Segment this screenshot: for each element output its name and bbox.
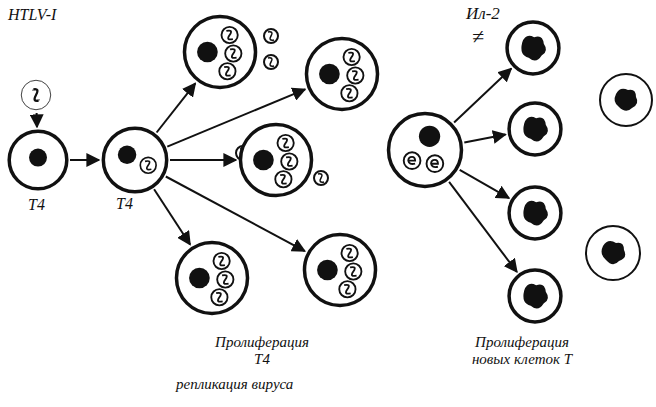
cell-circle: T4 — [102, 127, 168, 193]
cell-circle — [508, 102, 562, 156]
t-cell — [586, 226, 640, 280]
free-virus — [264, 29, 278, 43]
free-virus — [264, 55, 278, 69]
t-cell — [600, 74, 652, 126]
cell-circle — [305, 37, 379, 111]
annotation: Пролиферация новых клеток T — [458, 334, 586, 369]
free-virus — [314, 171, 328, 185]
arrow — [464, 135, 505, 143]
cell-circle — [506, 21, 560, 75]
cell-drawing — [303, 233, 377, 307]
cell-circle — [303, 233, 377, 307]
annotation: репликация вируса — [176, 376, 293, 393]
cell-drawing — [102, 127, 168, 193]
cell-circle: T4 — [8, 130, 68, 190]
annotation: Ил-2 — [466, 4, 500, 24]
cell-drawing — [8, 130, 68, 190]
arrow — [460, 170, 509, 198]
cell-circle — [508, 186, 562, 240]
cell-drawing — [387, 112, 463, 188]
cell-circle — [239, 123, 313, 197]
arrow — [36, 113, 38, 127]
cell-drawing — [508, 269, 562, 323]
cell-label: T4 — [28, 196, 45, 214]
cell-circle — [183, 15, 257, 89]
cell-circle — [387, 112, 463, 188]
arrow — [154, 189, 190, 244]
arrow — [167, 89, 305, 146]
arrow — [70, 159, 99, 161]
arrow — [157, 83, 196, 132]
virus-name: HTLV-I — [8, 6, 56, 24]
arrow — [170, 159, 236, 161]
cell-drawing — [175, 241, 249, 315]
cell-drawing — [506, 21, 560, 75]
arrow — [449, 182, 517, 272]
not-equal-sign: ≠ — [472, 24, 484, 49]
cell-circle — [508, 269, 562, 323]
cell-drawing — [508, 186, 562, 240]
cell-drawing — [239, 123, 313, 197]
arrow — [454, 69, 511, 123]
cell-circle — [20, 79, 52, 111]
cell-circle — [175, 241, 249, 315]
cell-drawing — [183, 15, 257, 89]
cell-drawing — [305, 37, 379, 111]
cell-label: T4 — [116, 195, 133, 213]
annotation: Пролиферация T4 — [208, 334, 316, 369]
cell-drawing — [20, 79, 52, 111]
cell-drawing — [508, 102, 562, 156]
